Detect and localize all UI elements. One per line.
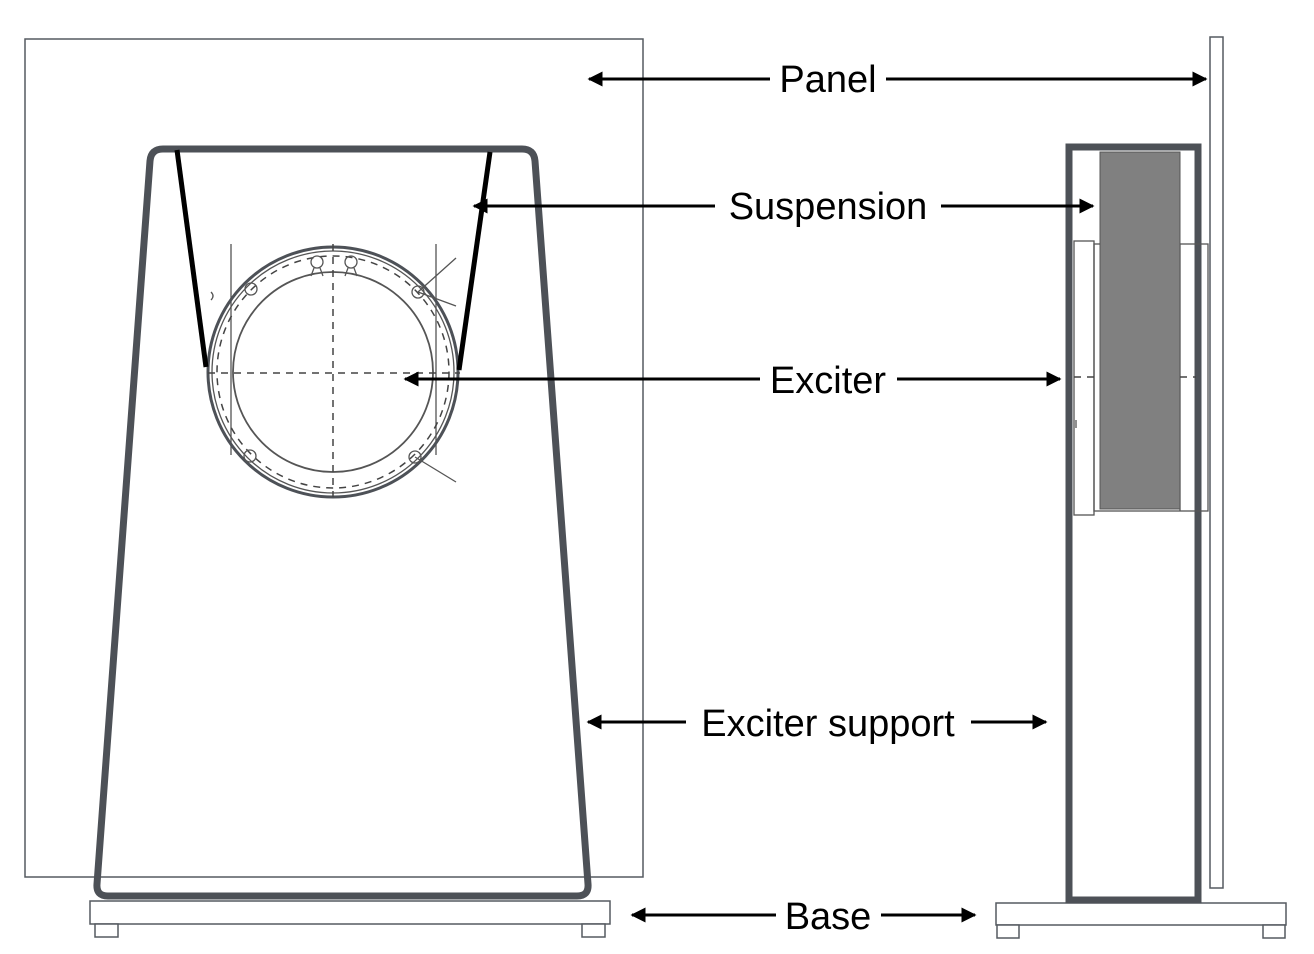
exciter-label: Exciter	[770, 360, 886, 402]
front-view	[24, 38, 644, 938]
side-base	[995, 902, 1287, 939]
callout-suspension: Suspension	[472, 186, 1095, 228]
front-panel	[24, 38, 644, 878]
side-exciter-support	[1065, 143, 1202, 904]
front-suspension-left	[174, 149, 209, 368]
side-exciter-magnet	[1099, 151, 1181, 510]
side-view	[995, 36, 1287, 939]
exciter-support-label: Exciter support	[701, 703, 955, 745]
side-panel	[1209, 36, 1224, 889]
front-base	[89, 900, 611, 938]
front-suspension-right	[456, 151, 493, 371]
callout-panel: Panel	[587, 59, 1208, 101]
base-label: Base	[785, 896, 872, 938]
callout-base: Base	[630, 896, 977, 938]
front-exciter-support-frame	[93, 145, 592, 900]
callout-exciter-support: Exciter support	[586, 703, 1048, 745]
front-exciter	[206, 244, 460, 499]
callout-exciter: Exciter	[403, 360, 1062, 402]
side-exciter	[1073, 151, 1209, 516]
panel-label: Panel	[779, 59, 876, 101]
suspension-label: Suspension	[729, 186, 928, 228]
